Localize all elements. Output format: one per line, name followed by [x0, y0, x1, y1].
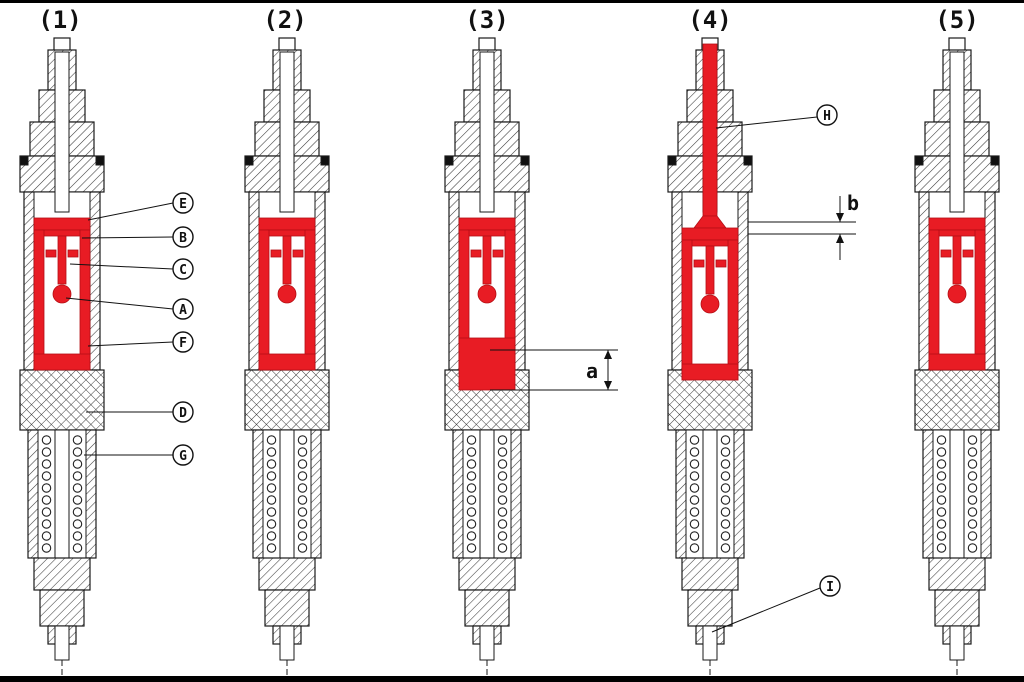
- callout-circle: [172, 192, 194, 214]
- bottom-edge-bar: [0, 676, 1024, 682]
- callout-label-F: F: [179, 336, 187, 351]
- callout-B: B: [172, 226, 194, 248]
- callout-D: D: [172, 401, 194, 423]
- callout-label-D: D: [179, 406, 187, 421]
- callout-label-C: C: [179, 263, 187, 278]
- callout-circle: [172, 226, 194, 248]
- arrowhead-down: [604, 381, 612, 390]
- callout-circle: [172, 258, 194, 280]
- callout-label-I: I: [826, 580, 834, 595]
- callout-I: I: [711, 575, 841, 633]
- callout-circle: [172, 331, 194, 353]
- callout-leader-lines: [65, 202, 174, 456]
- panel-number-5: (5): [935, 6, 978, 34]
- callout-circle: [172, 298, 194, 320]
- callout-E: E: [172, 192, 194, 214]
- callout-circle: [819, 575, 841, 597]
- arrowhead-up: [836, 234, 844, 243]
- dimension-label-a: a: [586, 359, 598, 383]
- top-edge-bar: [0, 0, 1024, 3]
- dimension-b: b: [748, 191, 859, 260]
- dimension-a: a: [490, 349, 618, 391]
- injector-panel-1: [20, 38, 104, 678]
- panel-number-2: (2): [263, 6, 306, 34]
- callout-circle: [172, 401, 194, 423]
- panel-number-4: (4): [688, 6, 731, 34]
- callout-H: H: [715, 104, 838, 129]
- injector-panel-5: [915, 38, 999, 678]
- injector-panel-3: [445, 38, 529, 678]
- arrowhead-down: [836, 213, 844, 222]
- callout-label-H: H: [823, 109, 831, 124]
- injector-panel-4: [668, 38, 752, 678]
- injector-panel-2: [245, 38, 329, 678]
- callout-F: F: [172, 331, 194, 353]
- callout-G: G: [172, 444, 194, 466]
- callout-label-G: G: [179, 449, 187, 464]
- callout-circle: [816, 104, 838, 126]
- dimension-label-b: b: [847, 191, 859, 215]
- callout-label-A: A: [179, 303, 187, 318]
- panel-number-3: (3): [465, 6, 508, 34]
- panel-number-1: (1): [38, 6, 81, 34]
- arrowhead-up: [604, 350, 612, 359]
- callout-label-B: B: [179, 231, 187, 246]
- callout-A: A: [172, 298, 194, 320]
- callout-C: C: [172, 258, 194, 280]
- callout-label-E: E: [179, 197, 187, 212]
- callout-circle: [172, 444, 194, 466]
